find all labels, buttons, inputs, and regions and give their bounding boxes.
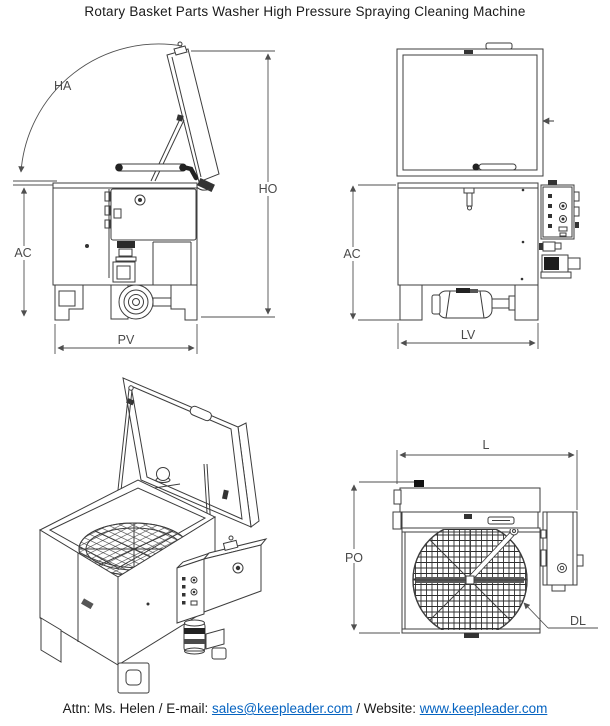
control-box <box>176 535 268 624</box>
motor-box <box>540 511 584 592</box>
dimension-l <box>396 450 578 510</box>
label-ha: HA <box>54 79 72 93</box>
lid-edge <box>392 480 541 530</box>
label-ac-side: AC <box>343 247 360 261</box>
dimension-pv <box>54 324 198 354</box>
iso-machine-drawing <box>38 377 268 694</box>
label-ho: HO <box>259 182 278 196</box>
label-ac-front: AC <box>14 246 31 260</box>
side-dimensions <box>339 184 539 349</box>
control-panel <box>539 180 581 279</box>
side-machine-drawing <box>396 42 581 321</box>
feet <box>54 284 198 321</box>
feet <box>399 284 539 321</box>
lid-handle <box>115 163 199 181</box>
pump <box>431 288 516 319</box>
rim-knob <box>156 467 170 481</box>
cabinet <box>52 182 198 286</box>
front-machine-drawing <box>52 41 220 321</box>
dimension-ha <box>13 43 183 182</box>
rotary-basket <box>412 529 528 630</box>
page-title: Rotary Basket Parts Washer High Pressure… <box>84 4 526 19</box>
top-view: L PO DL <box>341 438 598 638</box>
cabinet <box>39 516 216 666</box>
label-l: L <box>483 438 490 452</box>
isometric-view <box>38 377 268 694</box>
top-machine-drawing <box>392 480 584 638</box>
dimension-dl-leader <box>523 602 598 629</box>
website-link[interactable]: www.keepleader.com <box>419 701 548 716</box>
email-link[interactable]: sales@keepleader.com <box>211 701 353 716</box>
label-lv: LV <box>461 328 476 342</box>
pump <box>183 619 227 660</box>
top-dimensions <box>341 450 598 634</box>
contact-line: Attn: Ms. Helen / E-mail: sales@keeplead… <box>0 701 610 716</box>
feet <box>40 617 150 694</box>
lid-open <box>166 41 220 193</box>
label-pv: PV <box>118 333 135 347</box>
label-po: PO <box>345 551 363 565</box>
front-view: HA AC HO PV <box>10 41 281 354</box>
side-view: AC LV <box>339 42 581 349</box>
label-dl: DL <box>570 614 586 628</box>
front-dimensions <box>10 43 281 354</box>
lid-open <box>396 42 554 177</box>
lid-open <box>122 377 260 528</box>
dimension-lv <box>397 323 539 349</box>
contact-prefix: Attn: Ms. Helen / E-mail: <box>62 701 212 716</box>
contact-separator: / Website: <box>352 701 420 716</box>
pump <box>110 284 178 320</box>
cabinet <box>397 182 539 286</box>
